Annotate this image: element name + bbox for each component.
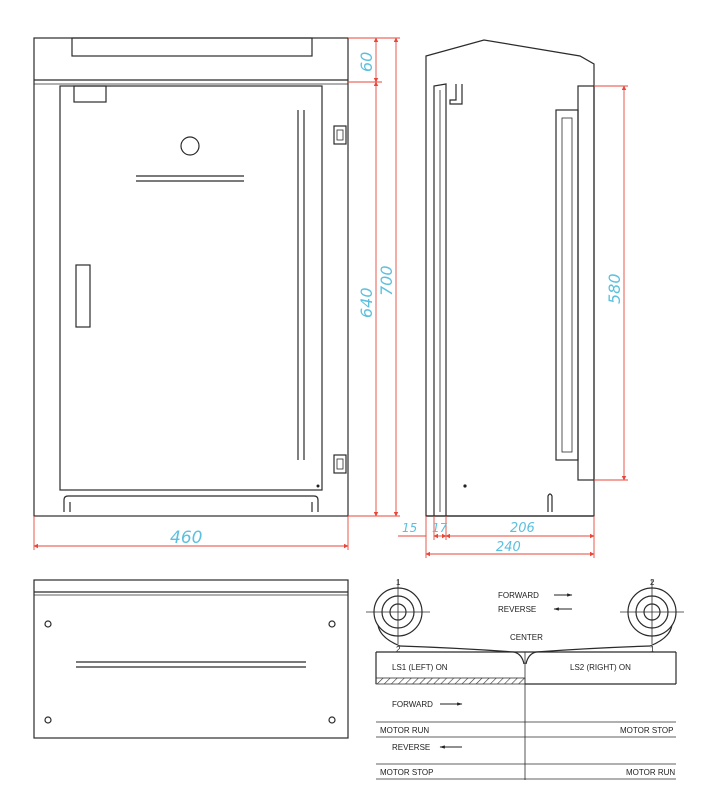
side-handle-frame: [555, 109, 579, 461]
legend-forward-label: FORWARD: [498, 591, 539, 600]
side-rear-rail: [577, 85, 595, 481]
hinge-top: [333, 125, 347, 145]
side-door-edge: [433, 83, 447, 516]
row-forward-label: FORWARD: [392, 700, 433, 709]
ls2-label: LS2 (RIGHT) ON: [570, 663, 631, 672]
door-latch: [73, 85, 107, 103]
mount-hole: [44, 716, 52, 724]
row-motor-run-right: MOTOR RUN: [626, 768, 675, 777]
left-reel-num-bottom: 2: [396, 645, 401, 654]
plan-outer: [33, 579, 349, 739]
front-base-plinth: [63, 495, 319, 512]
row-motor-run-left: MOTOR RUN: [380, 726, 429, 735]
left-reel: [366, 580, 525, 665]
side-dimensions: 580 15 17 206 240: [398, 85, 628, 558]
dim-door-gap: 17: [432, 521, 448, 535]
ls1-label: LS1 (LEFT) ON: [392, 663, 448, 672]
dim-overall-depth: 240: [496, 540, 521, 555]
mount-hole: [328, 620, 336, 628]
dim-side-height: 580: [605, 273, 624, 304]
right-reel-num-top: 2: [650, 578, 655, 587]
dim-depth: 206: [510, 521, 535, 536]
indicator-lamp: [180, 136, 200, 156]
front-view: [33, 37, 349, 517]
front-door: [59, 85, 323, 491]
hinge-bottom: [333, 454, 347, 474]
dim-left-gap: 15: [402, 521, 417, 535]
dim-width: 460: [170, 528, 202, 548]
front-outer-frame: [33, 37, 349, 517]
row-motor-stop-right: MOTOR STOP: [620, 726, 674, 735]
side-foot: [547, 493, 553, 512]
legend-reverse-label: REVERSE: [498, 605, 536, 614]
dim-top-band: 60: [357, 52, 376, 72]
row-motor-stop-left: MOTOR STOP: [380, 768, 434, 777]
side-latch-hook: [449, 84, 463, 105]
dim-door-height: 640: [357, 287, 376, 318]
side-view: [425, 39, 595, 517]
plan-view: [33, 579, 349, 739]
limit-switch-diagram: 1 2 2 1 FORWARD REVERSE CENTER LS1 (LEFT…: [366, 578, 684, 780]
right-reel-num-bottom: 1: [650, 645, 655, 654]
right-reel: [525, 580, 684, 665]
front-dimensions: 60 640 700 460: [33, 37, 400, 550]
hatched-zone: [375, 677, 526, 685]
front-top-cap: [71, 37, 313, 57]
side-outer-profile: [425, 39, 595, 517]
door-handle: [75, 264, 91, 328]
center-label: CENTER: [510, 633, 543, 642]
mount-hole: [44, 620, 52, 628]
mount-hole: [328, 716, 336, 724]
dim-overall-height: 700: [377, 265, 396, 296]
row-reverse-label: REVERSE: [392, 743, 430, 752]
left-reel-num-top: 1: [396, 578, 401, 587]
